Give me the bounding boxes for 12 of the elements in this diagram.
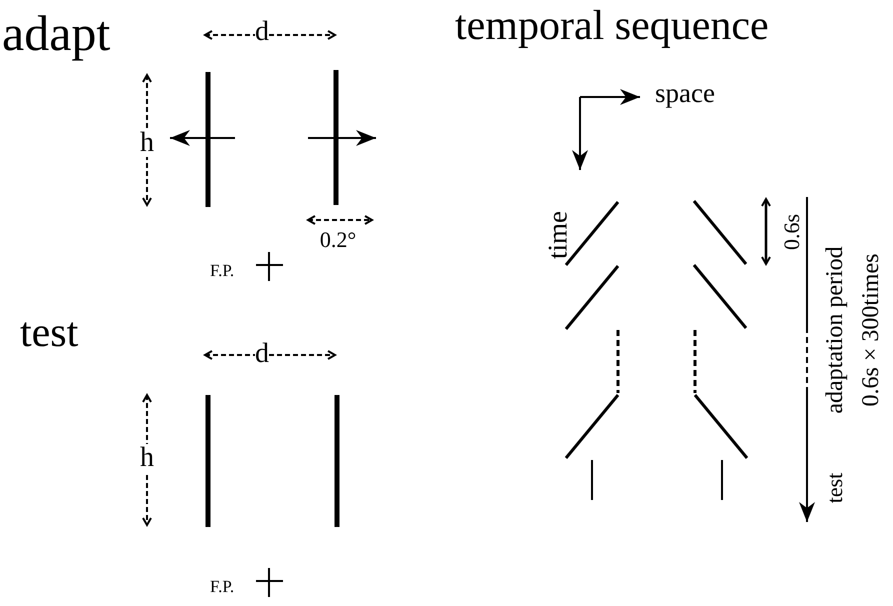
- panel-heading: temporal sequence: [455, 5, 769, 47]
- phase-label: test: [824, 472, 846, 504]
- dimension-label: h: [140, 444, 154, 472]
- period-label: adaptation period: [823, 246, 847, 414]
- fixation-label: F.P.: [210, 578, 234, 595]
- dimension-label: h: [140, 129, 154, 157]
- period-label: 0.6s × 300times: [859, 254, 883, 406]
- axis-label: time: [544, 211, 572, 259]
- duration-label: 0.6s: [781, 214, 803, 250]
- axis-label: space: [655, 80, 715, 107]
- panel-heading: test: [20, 312, 78, 354]
- fixation-label: F.P.: [210, 262, 234, 279]
